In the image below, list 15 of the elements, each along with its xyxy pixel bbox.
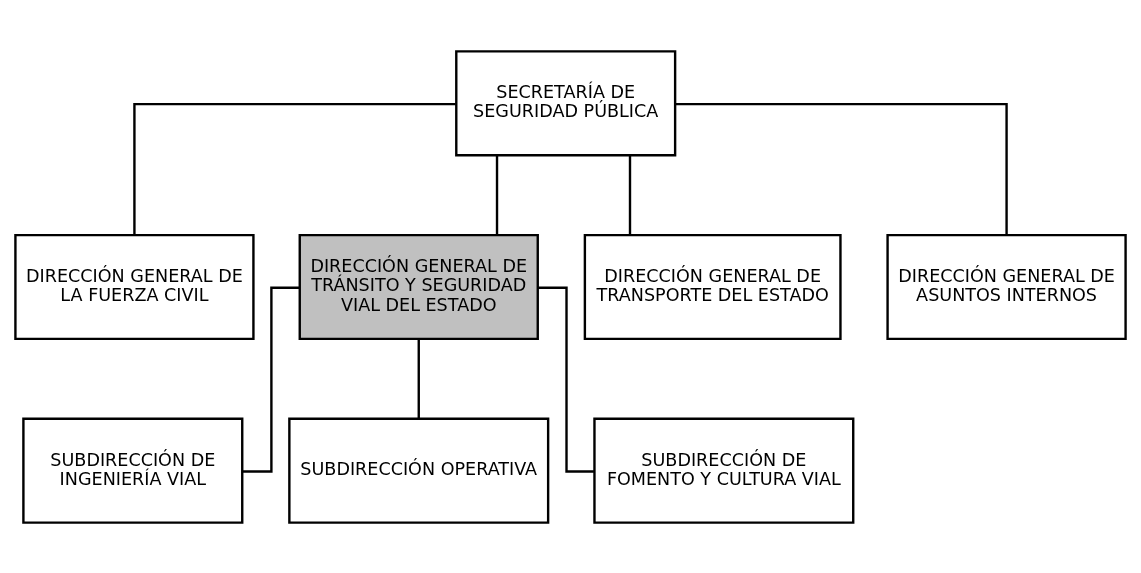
- node-box: DIRECCIÓN GENERAL DE ASUNTOS INTERNOS: [886, 233, 1127, 340]
- connector: [495, 154, 499, 235]
- connector: [538, 286, 594, 473]
- node-box: DIRECCIÓN GENERAL DE TRANSPORTE DEL ESTADO: [583, 233, 842, 340]
- connector: [628, 154, 632, 235]
- connector: [417, 338, 420, 418]
- node-box: SUBDIRECCIÓN DE FOMENTO Y CULTURA VIAL: [593, 417, 855, 524]
- node-box: SECRETARÍA DE SEGURIDAD PÚBLICA: [455, 49, 677, 156]
- node-box: DIRECCIÓN GENERAL DE LA FUERZA CIVIL: [14, 233, 255, 340]
- connector: [242, 286, 300, 473]
- connector: [675, 102, 1008, 235]
- node-box: SUBDIRECCIÓN OPERATIVA: [288, 417, 550, 524]
- node-box: DIRECCIÓN GENERAL DE TRÁNSITO Y SEGURIDAD VIAL DEL ESTADO: [298, 233, 539, 340]
- connector: [133, 102, 456, 235]
- node-box: SUBDIRECCIÓN DE INGENIERÍA VIAL: [22, 417, 244, 524]
